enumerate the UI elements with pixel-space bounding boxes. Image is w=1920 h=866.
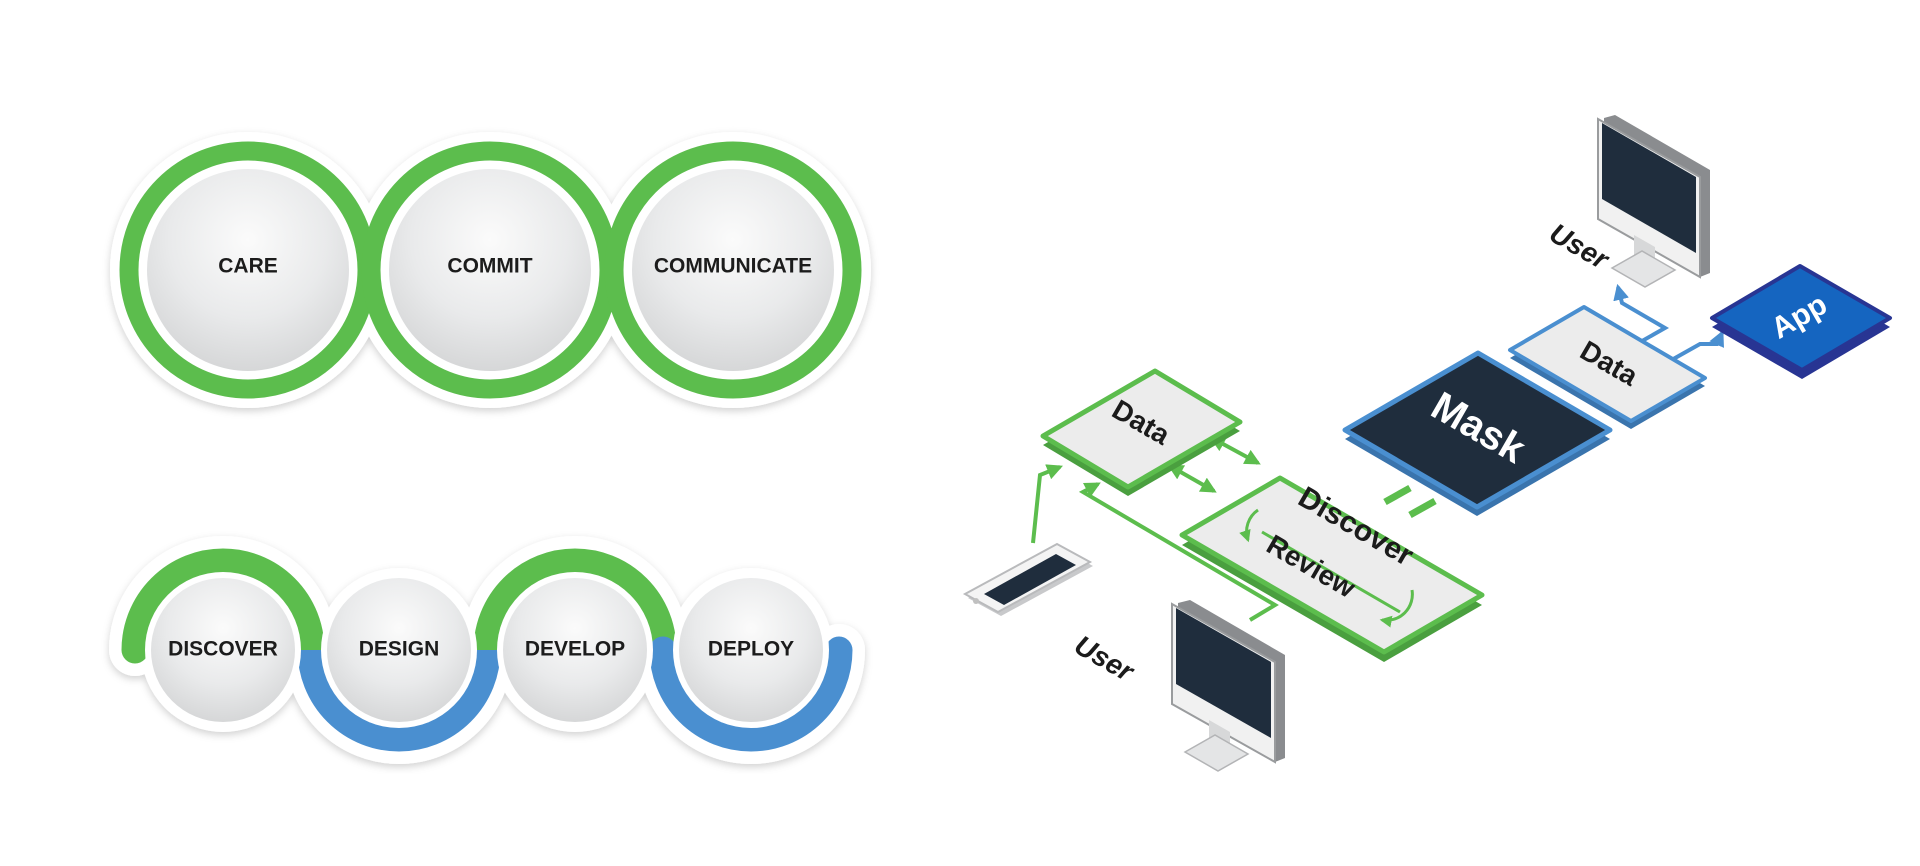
care-circle [147,169,349,371]
communicate-circle [632,169,834,371]
deploy-circle [679,578,823,722]
values-diagram: CARE COMMIT COMMUNICATE [110,132,871,408]
flow-diagram: Data Discover Review Mask Data [962,115,1892,772]
desktop-monitor-icon [1171,600,1285,772]
design-label: DESIGN [359,638,440,661]
discover-label: DISCOVER [168,638,278,661]
commit-label: COMMIT [447,255,532,278]
data-box-right: Data [1508,305,1707,429]
app-box: App [1710,264,1892,379]
user-label-bottom: User [1069,629,1140,688]
communicate-label: COMMUNICATE [654,255,812,278]
smartphone-icon [962,542,1093,616]
communicate-ring [604,141,862,399]
discover-arc [121,548,325,664]
design-circle [327,578,471,722]
user-to-data-connector [1078,482,1279,622]
care-label: CARE [218,255,278,278]
develop-arc [473,548,677,651]
commit-circle [389,169,591,371]
design-arc [297,649,501,752]
deploy-label: DEPLOY [708,638,794,661]
deploy-arc [649,636,853,752]
data-box-left: Data [1040,368,1243,496]
data-to-user-connector [1613,283,1670,347]
data-to-app-connector [1667,330,1724,364]
mask-box: Mask [1342,350,1613,516]
data-discover-arrow-2 [1167,464,1217,493]
discover-circle [151,578,295,722]
phone-to-data-connector [1031,464,1063,544]
user-label-top: User [1544,217,1615,276]
develop-circle [503,578,647,722]
process-diagram: DISCOVER DESIGN DEVELOP DEPLOY [109,536,865,764]
develop-label: DEVELOP [525,638,625,661]
desktop-monitor-icon-top [1597,115,1710,288]
